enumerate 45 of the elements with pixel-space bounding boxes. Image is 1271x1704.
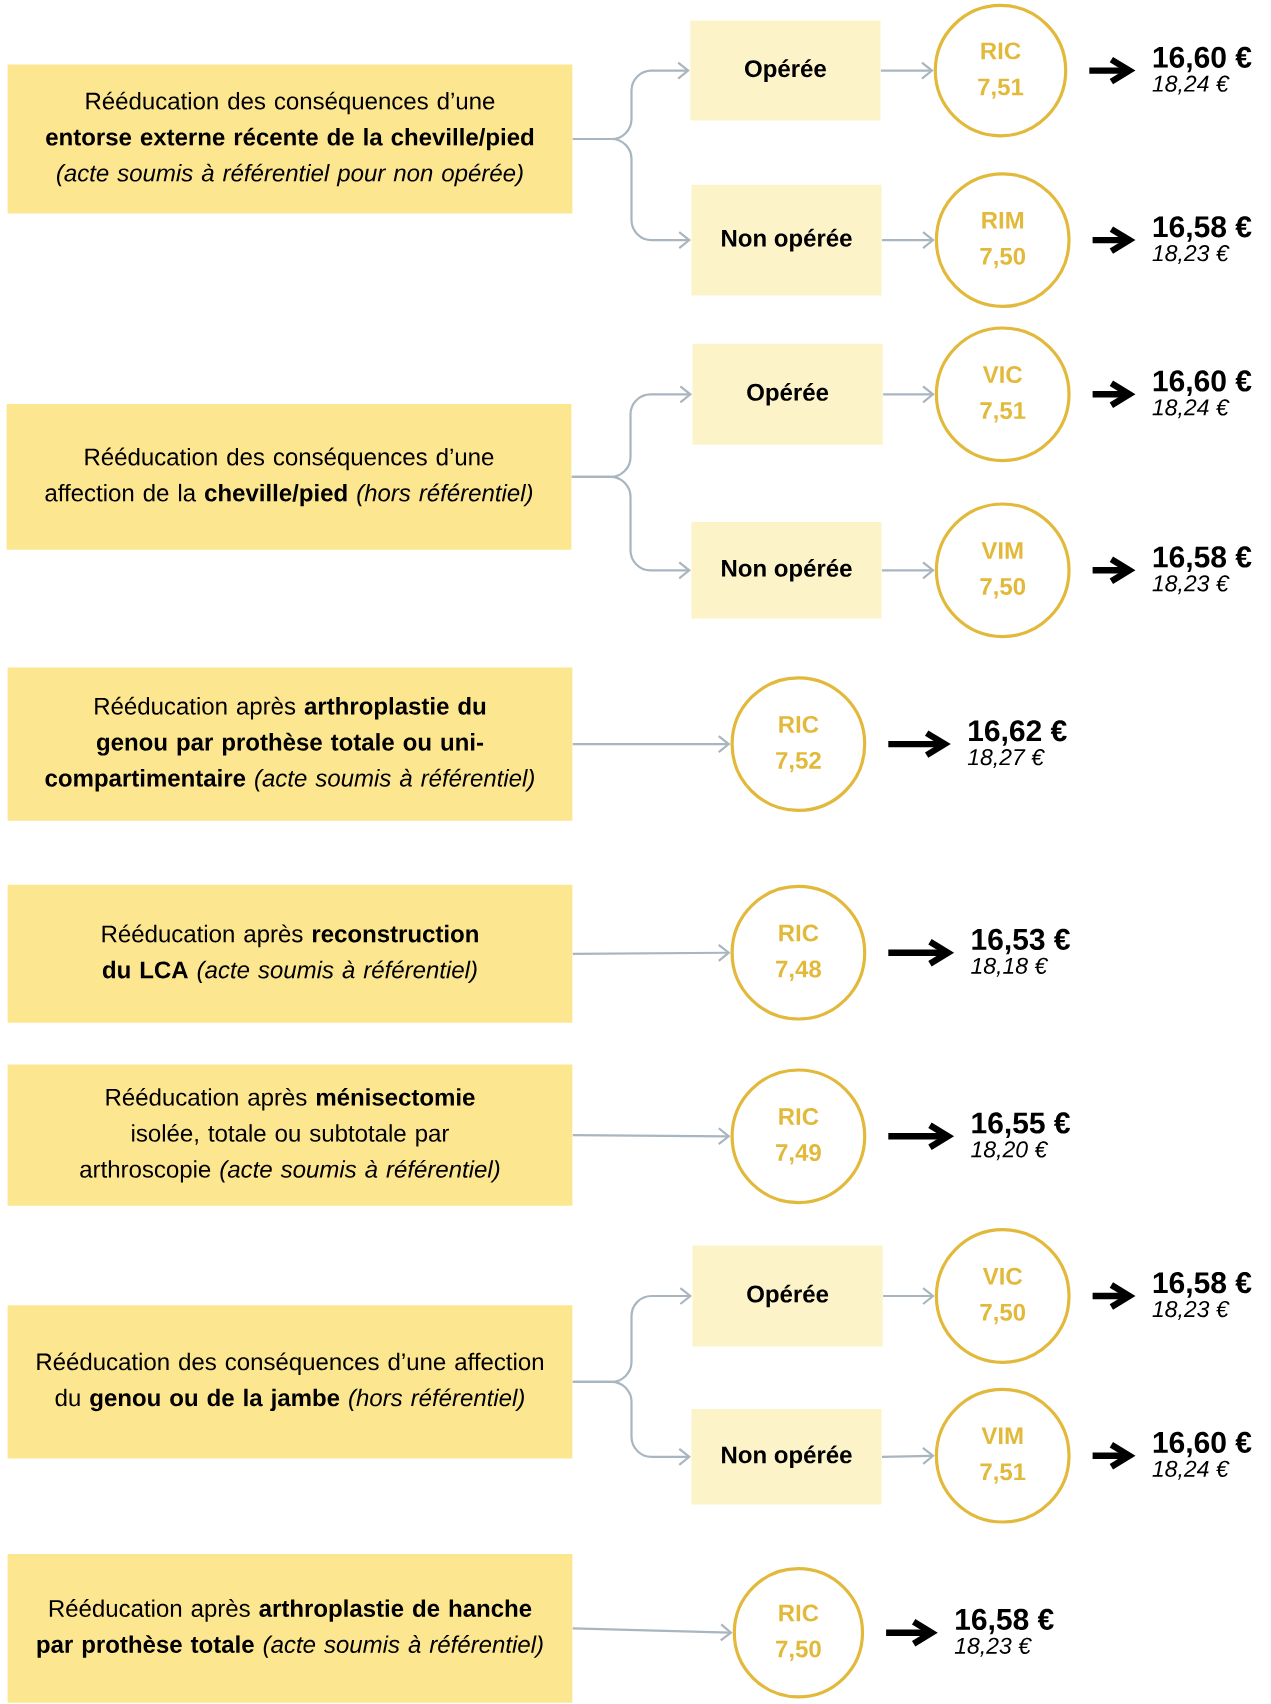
- arrow: [1092, 226, 1136, 254]
- category-box: Rééducation après arthroplastie du genou par prothèse totale ou uni-compartimentaire (acte soumis à référentiel): [7, 667, 573, 821]
- arrow: [572, 735, 731, 753]
- arrow: [882, 231, 935, 249]
- option-box: Opérée: [692, 343, 883, 445]
- arrow: [882, 561, 935, 580]
- price-text: 16,60 € 18,24 €: [1152, 370, 1252, 419]
- price-text: 16,58 € 18,23 €: [1152, 546, 1252, 595]
- price-text: 16,62 € 18,27 €: [967, 720, 1067, 769]
- category-box: Rééducation des conséquences d’une entorse externe récente de la cheville/pied (acte soumis à référentiel pour non opérée): [7, 64, 573, 214]
- arrow: [572, 1380, 691, 1466]
- arrow: [571, 475, 691, 580]
- arrow: [572, 943, 731, 962]
- arrow: [1092, 1282, 1136, 1310]
- category-box: Rééducation après arthroplastie de hanche par prothèse totale (acte soumis à référentiel): [7, 1554, 573, 1703]
- arrow: [888, 1122, 955, 1151]
- option-box: Non opérée: [691, 1409, 882, 1505]
- arrow: [882, 1447, 935, 1465]
- arrow: [1092, 1442, 1136, 1470]
- option-box: Opérée: [690, 20, 881, 121]
- arrow: [572, 1127, 731, 1146]
- price-text: 16,58 € 18,23 €: [1152, 216, 1252, 265]
- category-box: Rééducation des conséquences d’une affection du genou ou de la jambe (hors référentiel): [7, 1305, 573, 1459]
- arrow: [1092, 380, 1136, 409]
- price-text: 16,60 € 18,24 €: [1152, 1431, 1252, 1480]
- arrow: [888, 730, 951, 758]
- price-text: 16,53 € 18,18 €: [971, 928, 1071, 977]
- option-box: Non opérée: [691, 522, 882, 619]
- arrow: [883, 1287, 935, 1305]
- category-box: Rééducation après reconstruction du LCA (acte soumis à référentiel): [7, 884, 573, 1023]
- price-text: 16,55 € 18,20 €: [971, 1112, 1071, 1161]
- arrow: [572, 137, 691, 249]
- arrow: [1092, 556, 1136, 585]
- arrow: [572, 1623, 733, 1642]
- arrow: [888, 939, 955, 967]
- price-text: 16,58 € 18,23 €: [1152, 1272, 1252, 1320]
- category-box: Rééducation des conséquences d’une affection de la cheville/pied (hors référentiel): [6, 404, 572, 550]
- option-box: Opérée: [692, 1245, 883, 1347]
- arrow: [880, 61, 934, 80]
- category-box: Rééducation après ménisectomie isolée, totale ou subtotale par arthroscopie (acte soumis à référentiel): [7, 1064, 573, 1206]
- arrow: [1089, 56, 1136, 85]
- option-box: Non opérée: [691, 184, 882, 296]
- price-text: 16,60 € 18,24 €: [1152, 46, 1252, 95]
- price-text: 16,58 € 18,23 €: [954, 1608, 1054, 1657]
- arrow: [883, 385, 935, 404]
